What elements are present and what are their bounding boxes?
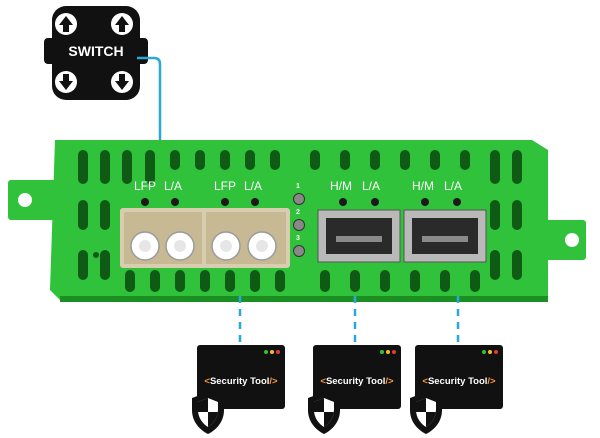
shield-icon xyxy=(192,392,224,434)
tool-close-bracket-1: /> xyxy=(269,376,278,387)
switch-icon: SWITCH xyxy=(44,6,148,100)
tool-name-2: Security Tool xyxy=(326,376,385,387)
svg-text:<Security Tool/>: <Security Tool/> xyxy=(320,376,394,387)
port-label-4a: H/M xyxy=(412,179,434,193)
shield-icon xyxy=(308,392,340,434)
led-number-2: 2 xyxy=(296,209,300,216)
security-tool-3: <Security Tool/> xyxy=(415,345,503,409)
port-label-1b: L/A xyxy=(164,179,182,193)
port-label-3a: H/M xyxy=(330,179,352,193)
port-labels: LFP L/A LFP L/A H/M L/A H/M L/A xyxy=(134,179,462,193)
led-number-1: 1 xyxy=(296,183,300,190)
tool-open-bracket-2: < xyxy=(320,376,326,387)
port-label-4b: L/A xyxy=(444,179,462,193)
port-label-1a: LFP xyxy=(134,179,156,193)
port-label-2b: L/A xyxy=(244,179,262,193)
switch-label: SWITCH xyxy=(68,43,123,59)
port-label-2a: LFP xyxy=(214,179,236,193)
security-tool-1: <Security Tool/> xyxy=(197,345,285,409)
status-leds: 1 2 3 xyxy=(293,183,305,257)
tool-name-3: Security Tool xyxy=(428,376,487,387)
port-leds xyxy=(141,198,461,206)
tool-open-bracket-3: < xyxy=(422,376,428,387)
shield-icon xyxy=(410,392,442,434)
svg-text:<Security Tool/>: <Security Tool/> xyxy=(204,376,278,387)
tool-close-bracket-3: /> xyxy=(487,376,496,387)
switch-link-line xyxy=(137,56,162,222)
tool-open-bracket-1: < xyxy=(204,376,210,387)
led-number-3: 3 xyxy=(296,235,300,242)
monitor-links xyxy=(238,296,460,352)
sfp-ports xyxy=(317,209,487,263)
port-label-3b: L/A xyxy=(362,179,380,193)
svg-text:<Security Tool/>: <Security Tool/> xyxy=(422,376,496,387)
tool-close-bracket-2: /> xyxy=(385,376,394,387)
tool-name-1: Security Tool xyxy=(210,376,269,387)
security-tool-2: <Security Tool/> xyxy=(313,345,401,409)
fiber-ports-left xyxy=(120,208,290,268)
